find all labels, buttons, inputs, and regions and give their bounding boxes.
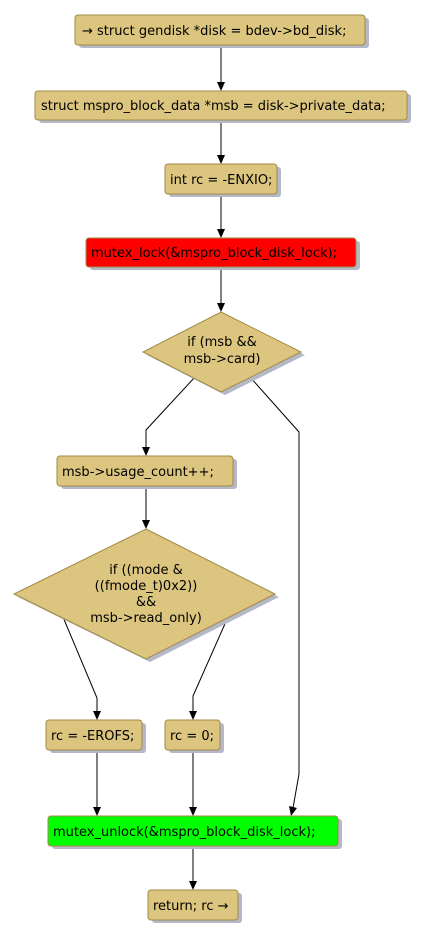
return-node: return; rc → (147, 889, 242, 923)
mutex-lock-label: mutex_lock(&mspro_block_disk_lock); (91, 246, 337, 261)
usage-count-node: msb->usage_count++; (56, 455, 237, 489)
entry-label: → struct gendisk *disk = bdev->bd_disk; (82, 24, 346, 39)
arrowhead (217, 229, 225, 238)
cond-card-line-1: if (msb && (187, 335, 257, 350)
arrowhead (217, 303, 225, 312)
edge-cond-card-true (145, 376, 196, 448)
node-box (45, 719, 143, 751)
arrowhead (189, 807, 197, 816)
rc-erofs-label: rc = -EROFS; (51, 729, 134, 744)
cond-mode-line-1: if ((mode & (109, 563, 183, 578)
arrowhead (142, 520, 150, 529)
arrowhead (142, 447, 150, 456)
cond-mode-line-2: ((fmode_t)0x2)) (95, 579, 198, 594)
edges (62, 45, 300, 890)
nodes: → struct gendisk *disk = bdev->bd_disk; … (12, 14, 411, 923)
node-diamond (141, 311, 303, 393)
cond-mode-line-3: && (136, 595, 156, 610)
arrowhead (189, 711, 197, 720)
usage-count-label: msb->usage_count++; (62, 465, 214, 480)
node-diamond (12, 528, 277, 660)
node-box (164, 163, 278, 195)
mutex-unlock-label: mutex_unlock(&mspro_block_disk_lock); (53, 825, 315, 840)
mutex-unlock-node: mutex_unlock(&mspro_block_disk_lock); (47, 815, 342, 849)
return-label: return; rc → (153, 899, 229, 914)
arrowhead (217, 82, 225, 91)
node-box (85, 237, 357, 268)
arrowhead (189, 881, 197, 890)
entry-node: → struct gendisk *disk = bdev->bd_disk; (74, 14, 369, 48)
edge-cond-card-false (249, 376, 300, 809)
cond-card-line-2: msb->card) (184, 352, 261, 367)
rc-zero-node: rc = 0; (164, 719, 224, 753)
node-box (74, 14, 366, 46)
node-box (47, 815, 339, 847)
edge-cond-mode-true (62, 616, 98, 712)
cond-mode-node: if ((mode & ((fmode_t)0x2)) && msb->read… (12, 528, 279, 662)
msb-decl-node: struct mspro_block_data *msb = disk->pri… (34, 90, 411, 123)
arrowhead (217, 155, 225, 164)
arrowhead (93, 711, 101, 720)
arrowhead (93, 807, 101, 816)
node-box (147, 889, 239, 921)
rc-zero-label: rc = 0; (170, 729, 214, 744)
edge-cond-mode-false (192, 616, 229, 712)
cond-mode-line-4: msb->read_only) (90, 611, 202, 626)
arrowhead (289, 806, 297, 816)
node-box (56, 455, 234, 487)
rc-erofs-node: rc = -EROFS; (45, 719, 146, 753)
rc-init-label: int rc = -ENXIO; (170, 173, 272, 188)
msb-decl-label: struct mspro_block_data *msb = disk->pri… (41, 99, 386, 114)
node-box (34, 90, 408, 121)
rc-init-node: int rc = -ENXIO; (164, 163, 281, 197)
node-box (164, 719, 221, 751)
mutex-lock-node: mutex_lock(&mspro_block_disk_lock); (85, 237, 360, 270)
cond-card-node: if (msb && msb->card) (141, 311, 305, 395)
